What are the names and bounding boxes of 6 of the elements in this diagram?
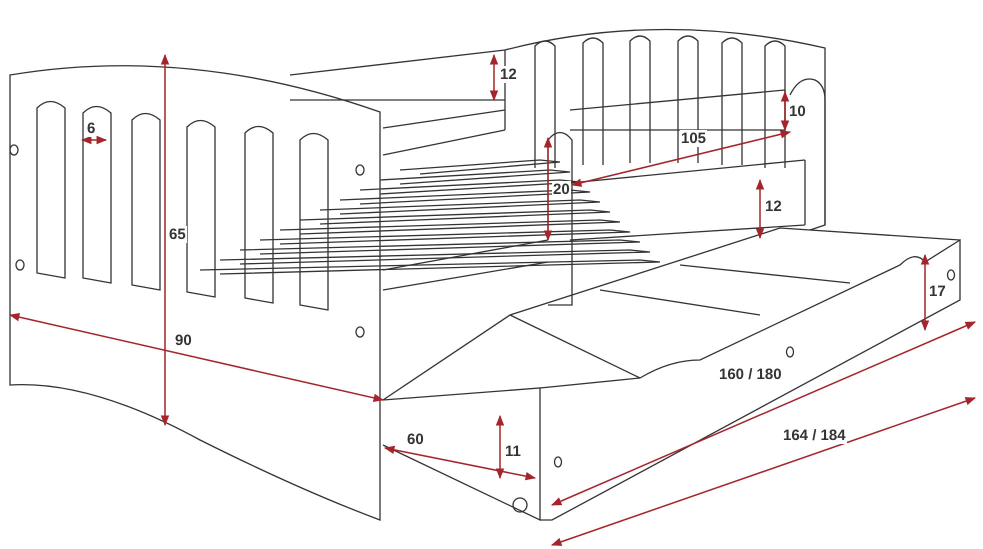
dimension-label: 12 — [499, 66, 518, 83]
dimension-label: 20 — [552, 181, 571, 198]
dimension-label: 65 — [168, 226, 187, 243]
dimension-label: 164 / 184 — [782, 427, 847, 444]
dimension-label: 105 — [680, 130, 708, 147]
dimension-label: 6 — [86, 120, 96, 137]
